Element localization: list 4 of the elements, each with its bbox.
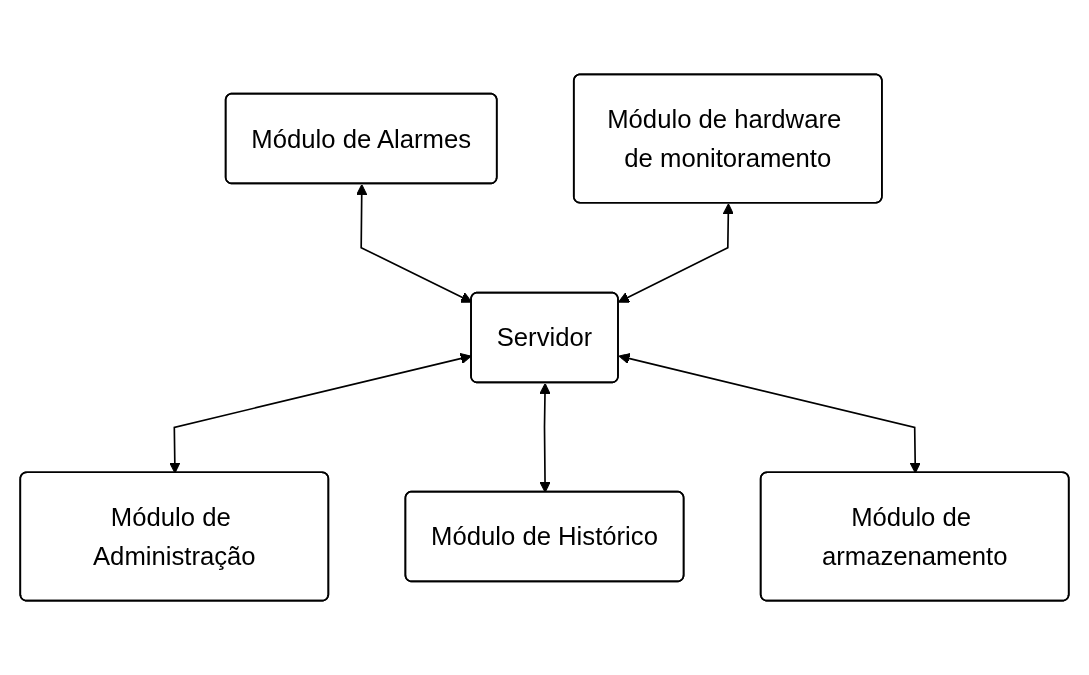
arrow xyxy=(169,353,472,474)
arrow xyxy=(618,203,734,303)
arrow xyxy=(618,353,921,474)
arrow xyxy=(539,383,551,493)
